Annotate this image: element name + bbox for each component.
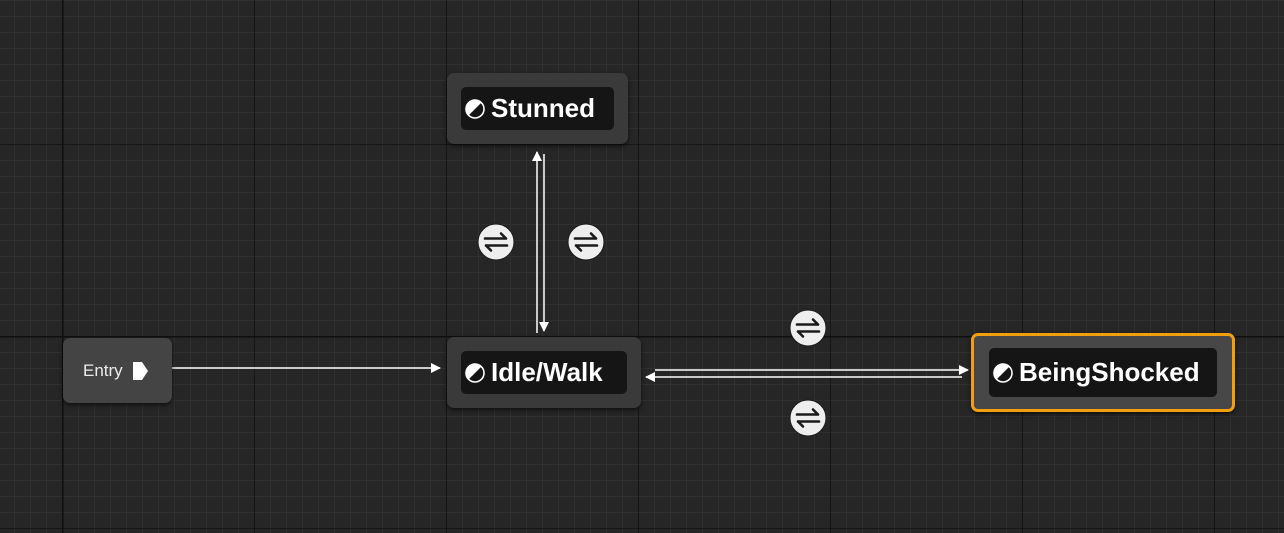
state-label-stunned: Stunned <box>491 93 595 123</box>
entry-pin-icon[interactable] <box>131 361 149 381</box>
state-body-beingshocked: BeingShocked <box>989 348 1217 397</box>
entry-label: Entry <box>83 360 123 380</box>
state-label-beingshocked: BeingShocked <box>1019 357 1200 387</box>
state-body-idle-walk: Idle/Walk <box>461 351 627 394</box>
state-node-beingshocked[interactable]: BeingShocked <box>971 333 1235 412</box>
state-label-idle-walk: Idle/Walk <box>491 357 603 387</box>
state-icon <box>993 362 1013 383</box>
entry-node[interactable]: Entry <box>63 338 172 403</box>
transition-rule-icon[interactable] <box>567 223 605 261</box>
state-icon <box>465 362 485 383</box>
state-body-stunned: Stunned <box>461 87 614 130</box>
transition-rule-icon[interactable] <box>477 223 515 261</box>
state-icon <box>465 98 485 119</box>
state-node-idle-walk[interactable]: Idle/Walk <box>447 337 641 408</box>
transition-rule-icon[interactable] <box>789 399 827 437</box>
transition-rule-icon[interactable] <box>789 309 827 347</box>
state-node-stunned[interactable]: Stunned <box>447 73 628 144</box>
